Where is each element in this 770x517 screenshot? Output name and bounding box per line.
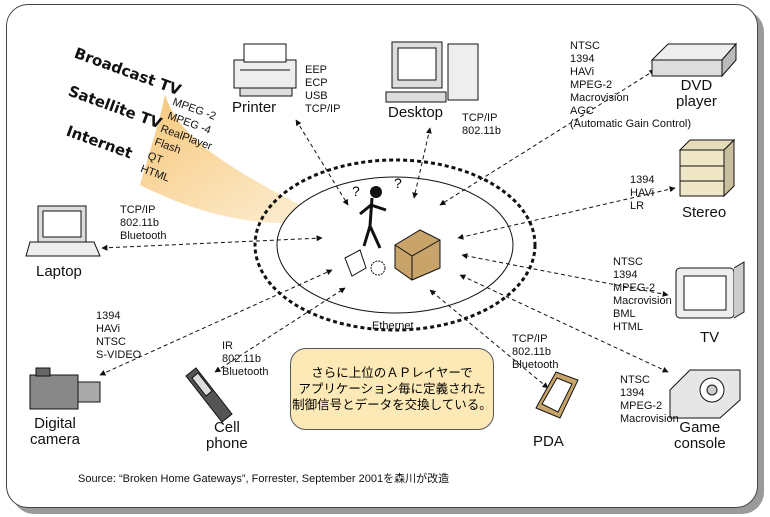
laptop-icon <box>25 205 101 257</box>
ethernet-label: Ethernet <box>372 320 414 332</box>
pda-protocols: TCP/IP 802.11b Bluetooth <box>512 333 559 371</box>
printer-protocols: EEP ECP USB TCP/IP <box>305 64 341 115</box>
dvd-protocols: NTSC 1394 HAVi MPEG-2 Macrovision AGC (A… <box>570 40 692 130</box>
tv-icon <box>675 261 745 319</box>
link-camera <box>99 269 333 376</box>
cell-phone-icon <box>185 367 233 423</box>
link-desktop <box>412 127 432 199</box>
svg-text:?: ? <box>394 175 402 191</box>
callout-box: さらに上位のＡＰレイヤーで アプリケーション毎に定義された 制御信号とデータを交… <box>290 348 494 430</box>
stereo-label: Stereo <box>682 204 727 221</box>
digital-camera-icon <box>29 367 101 410</box>
source-note: Source: “Broken Home Gateways”, Forreste… <box>78 473 450 485</box>
pda-label: PDA <box>533 433 564 450</box>
link-pda <box>429 289 549 389</box>
phone-protocols: IR 802.11b Bluetooth <box>222 340 269 378</box>
link-laptop <box>101 235 323 251</box>
dvd-player-icon <box>650 42 738 78</box>
pda-icon <box>535 371 579 419</box>
game-console-icon <box>669 369 741 419</box>
desktop-label: Desktop <box>388 104 444 121</box>
link-stereo <box>457 186 676 240</box>
link-dvd <box>439 69 656 206</box>
game-protocols: NTSC 1394 MPEG-2 Macrovision <box>620 374 679 425</box>
gateway-figure-icon: ? ? <box>344 175 441 281</box>
camera-protocols: 1394 HAVi NTSC S-VIDEO <box>96 310 142 361</box>
desktop-protocols: TCP/IP 802.11b <box>462 112 501 137</box>
printer-icon <box>233 43 297 97</box>
stereo-protocols: 1394 HAVi LR <box>630 174 655 212</box>
media-beam <box>140 95 330 224</box>
callout-text: さらに上位のＡＰレイヤーで アプリケーション毎に定義された 制御信号とデータを交… <box>292 366 492 412</box>
phone-label: Cell phone <box>206 419 248 452</box>
tv-protocols: NTSC 1394 MPEG-2 Macrovision BML HTML <box>613 256 672 333</box>
dvd-label: DVD player <box>676 77 717 110</box>
stereo-icon <box>678 138 736 198</box>
link-printer <box>295 119 349 206</box>
tv-label: TV <box>700 329 720 346</box>
laptop-label: Laptop <box>36 263 82 280</box>
printer-label: Printer <box>232 99 277 116</box>
laptop-protocols: TCP/IP 802.11b Bluetooth <box>120 204 167 242</box>
svg-text:?: ? <box>352 183 360 199</box>
game-label: Game console <box>674 419 726 452</box>
desktop-icon <box>385 41 479 103</box>
camera-label: Digital camera <box>30 415 81 448</box>
